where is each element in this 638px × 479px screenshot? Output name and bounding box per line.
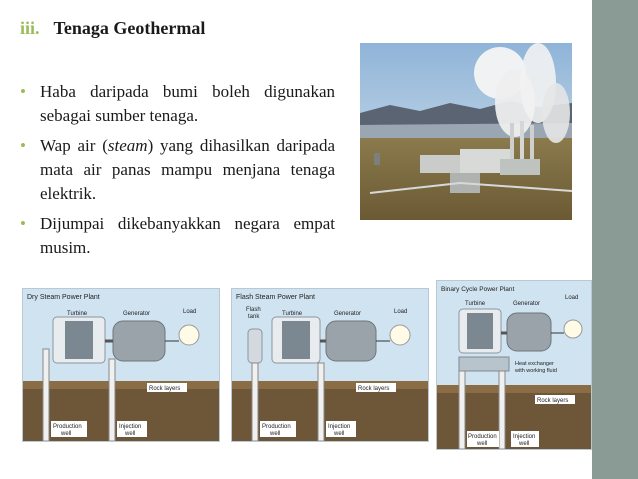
geothermal-plant-photo bbox=[360, 43, 572, 220]
bullet-item: Wap air (steam) yang dihasilkan daripada… bbox=[20, 134, 335, 206]
injection-well-label-2: well bbox=[124, 431, 135, 437]
load-label: Load bbox=[394, 309, 407, 315]
injection-well-label: Injection bbox=[513, 434, 535, 440]
section-number: iii. bbox=[20, 18, 40, 38]
production-well-label-2: well bbox=[60, 431, 71, 437]
binary-cycle-diagram: Binary Cycle Power Plant Turbine Generat… bbox=[436, 280, 592, 450]
rock-layers-label: Rock layers bbox=[537, 398, 568, 404]
injection-well-label: Injection bbox=[328, 424, 350, 430]
diagram-title: Binary Cycle Power Plant bbox=[441, 286, 515, 293]
rock-layers-label: Rock layers bbox=[358, 386, 389, 392]
sidebar-decoration bbox=[592, 0, 638, 479]
heat-exchanger-label-2: with working fluid bbox=[514, 368, 557, 374]
turbine-label: Turbine bbox=[282, 311, 303, 317]
bullet-item: Dijumpai dikebanyakkan negara empat musi… bbox=[20, 212, 335, 260]
section-title: Tenaga Geothermal bbox=[53, 18, 206, 38]
bullet-item: Haba daripada bumi boleh digunakan sebag… bbox=[20, 80, 335, 128]
bullet-text: Wap air (steam) yang dihasilkan daripada… bbox=[40, 136, 335, 203]
bullet-text: Dijumpai dikebanyakkan negara empat musi… bbox=[40, 214, 335, 257]
production-well-label: Production bbox=[262, 424, 291, 430]
production-well-label-2: well bbox=[269, 431, 280, 437]
flash-steam-diagram: Flash Steam Power Plant Flash tank Turbi… bbox=[231, 288, 429, 442]
heat-exchanger-label: Heat exchanger bbox=[515, 361, 554, 367]
load-label: Load bbox=[565, 295, 578, 301]
generator-label: Generator bbox=[513, 301, 540, 307]
production-well-label: Production bbox=[468, 434, 497, 440]
bullet-list: Haba daripada bumi boleh digunakan sebag… bbox=[20, 80, 335, 266]
section-heading: iii. Tenaga Geothermal bbox=[20, 18, 205, 39]
bullet-text: Haba daripada bumi boleh digunakan sebag… bbox=[40, 82, 335, 125]
turbine-label: Turbine bbox=[465, 301, 486, 307]
load-label: Load bbox=[183, 309, 196, 315]
turbine-label: Turbine bbox=[67, 311, 88, 317]
rock-layers-label: Rock layers bbox=[149, 386, 180, 392]
generator-label: Generator bbox=[334, 311, 361, 317]
production-well-label: Production bbox=[53, 424, 82, 430]
diagram-title: Flash Steam Power Plant bbox=[236, 294, 315, 301]
diagram-title: Dry Steam Power Plant bbox=[27, 294, 100, 301]
injection-well-label-2: well bbox=[333, 431, 344, 437]
production-well-label-2: well bbox=[476, 441, 487, 447]
injection-well-label-2: well bbox=[518, 441, 529, 447]
flash-tank-label-2: tank bbox=[248, 314, 260, 320]
generator-label: Generator bbox=[123, 311, 150, 317]
flash-tank-label: Flash bbox=[246, 307, 261, 313]
dry-steam-diagram: Dry Steam Power Plant Turbine Generator … bbox=[22, 288, 220, 442]
injection-well-label: Injection bbox=[119, 424, 141, 430]
